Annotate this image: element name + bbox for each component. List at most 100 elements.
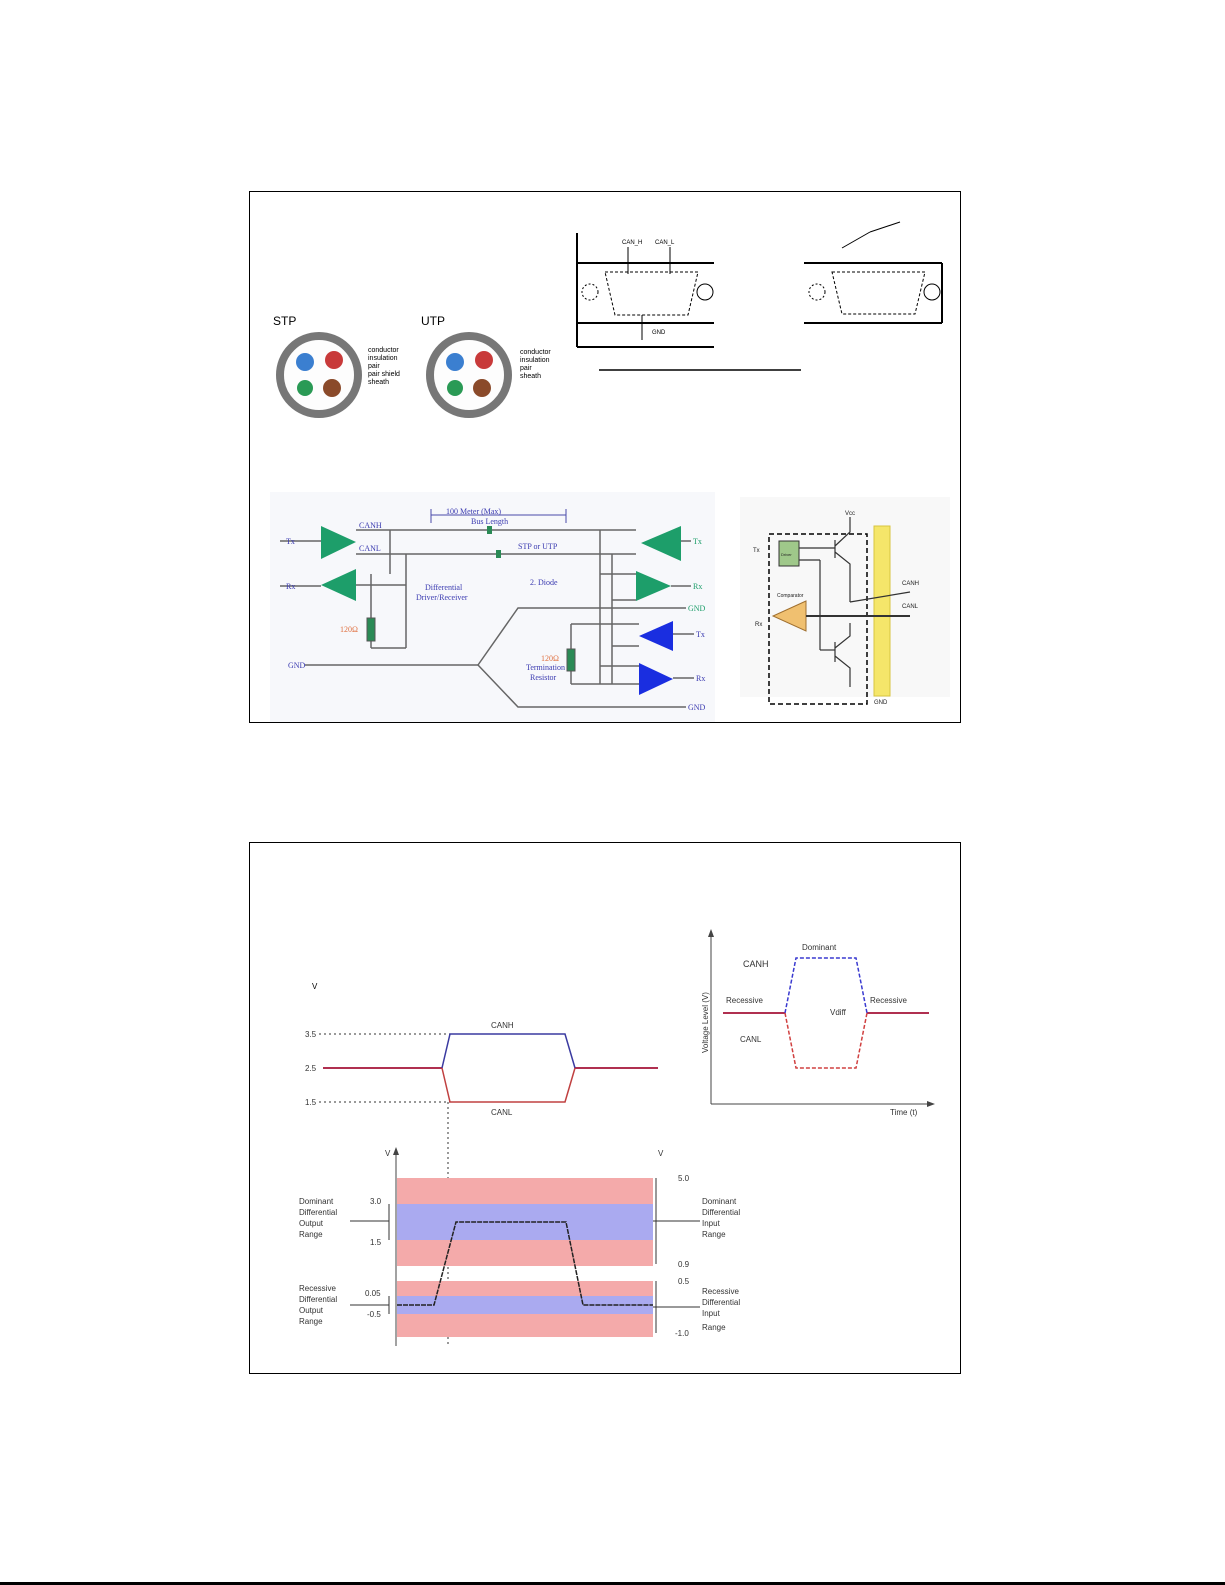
diagram-label: Output: [299, 1306, 324, 1315]
db9-connector-female: [804, 221, 943, 324]
diagram-label: CANH: [359, 521, 382, 530]
diagram-label: CANL: [902, 604, 919, 610]
diagram-shape: [397, 1314, 653, 1337]
diagram-shape: [441, 1033, 576, 1069]
diagram-label: Tx: [696, 630, 705, 639]
diagram-label: pair: [520, 365, 532, 372]
utp-title: UTP: [421, 314, 445, 328]
slide2-diagrams: V 3.5 2.5 1.5 CANH CANL Voltage Level (V…: [299, 929, 935, 1346]
diagram-label: GND: [688, 604, 706, 613]
diagram-shape: [784, 1012, 868, 1069]
diagram-label: Tx: [286, 537, 295, 546]
diagram-label: Driver: [781, 552, 792, 557]
diagram-label: conductor: [368, 347, 399, 354]
dominant-recessive-timing-diagram: Voltage Level (V) Time (t) Dominant CANH…: [701, 929, 935, 1117]
diagram-shape: [430, 509, 567, 523]
diagram-label: CANL: [359, 544, 381, 553]
diagram-label: Dominant: [299, 1197, 334, 1206]
diagram-shape: [873, 525, 891, 697]
can-transceiver-diagram: Tx Rx Vcc GND CANH CANL Comparator Drive…: [740, 497, 950, 706]
diagram-label: Differential: [299, 1295, 337, 1304]
diagram-label: Rx: [755, 622, 762, 628]
diagram-shape: [323, 379, 341, 397]
diagram-shape: [441, 1067, 576, 1103]
diagram-shape: [708, 929, 714, 937]
diagram-label: CANH: [743, 959, 769, 969]
diagram-label: 0.5: [678, 1277, 690, 1286]
diagram-label: Tx: [753, 548, 760, 554]
diagram-label: Recessive: [726, 996, 763, 1005]
diagram-label: 2.5: [305, 1064, 317, 1073]
diagram-shape: [581, 283, 599, 301]
remote-rx-triangle: [636, 571, 671, 601]
diagram-shape: [397, 1281, 653, 1296]
diagram-label: Rx: [696, 674, 705, 683]
diagram-shape: [784, 957, 868, 1014]
diagram-shape: 100 Meter (Max) Bus Length CANH CANL STP…: [286, 507, 706, 712]
diagram-label: CANH: [902, 581, 919, 587]
diagram-shape: [923, 283, 941, 301]
node2-tx-triangle: [639, 621, 673, 651]
node2-rx-triangle: [639, 663, 673, 695]
diagram-shape: [841, 231, 871, 249]
diagram-shape: [808, 283, 826, 301]
slide-can-physical-layer: STP conductor insulation pair pair shiel…: [249, 191, 961, 723]
diagram-label: V: [658, 1149, 664, 1158]
utp-cable-diagram: UTP conductor insulation pair sheath: [421, 314, 551, 418]
slide-can-voltage-levels: V 3.5 2.5 1.5 CANH CANL Voltage Level (V…: [249, 842, 961, 1374]
diagram-label: conductor: [520, 349, 551, 356]
diagram-shape: [696, 283, 714, 301]
diagram-label: Input: [702, 1309, 721, 1318]
diagram-label: 120Ω: [541, 654, 559, 663]
diagram-label: GND: [688, 703, 706, 712]
diagram-label: Differential: [702, 1208, 740, 1217]
diagram-label: Rx: [286, 582, 295, 591]
diagram-shape: [927, 1101, 935, 1107]
diagram-shape: [869, 221, 901, 233]
diagram-shape: [799, 517, 911, 687]
diagram-label: 1.5: [370, 1238, 382, 1247]
diagram-label: Vcc: [845, 511, 855, 517]
diagram-shape: [397, 1221, 653, 1306]
diagram-shape: [276, 332, 362, 418]
diagram-shape: V V 3.0 1.5 0.05 -0.5 5.0 0.9 0.5 -1.0 D…: [299, 1149, 740, 1338]
diagram-label: CAN_L: [655, 240, 675, 246]
diagram-label: Range: [702, 1230, 726, 1239]
diagram-shape: [849, 591, 911, 603]
diagram-shape: [397, 1204, 653, 1240]
diagram-shape: [397, 1178, 653, 1204]
tx-driver-triangle: [321, 526, 356, 559]
diagram-label: V: [312, 982, 318, 991]
diagram-label: Differential: [299, 1208, 337, 1217]
diagram-label: CANL: [740, 1035, 762, 1044]
diagram-label: Differential: [425, 583, 463, 592]
diagram-label: 5.0: [678, 1174, 690, 1183]
diagram-label: CAN_H: [622, 240, 642, 246]
diagram-label: 2. Diode: [530, 578, 558, 587]
diagram-label: STP or UTP: [518, 542, 558, 551]
diagram-label: Recessive: [870, 996, 907, 1005]
diagram-label: insulation: [368, 355, 398, 362]
diagram-label: Recessive: [702, 1287, 739, 1296]
diagram-shape: [475, 351, 493, 369]
diagram-label: Range: [299, 1317, 323, 1326]
diagram-label: 3.5: [305, 1030, 317, 1039]
page-bottom-border: [0, 1582, 1225, 1585]
stp-cable-diagram: STP conductor insulation pair pair shiel…: [273, 314, 400, 418]
diagram-shape: [397, 1240, 653, 1266]
diagram-label: Dominant: [702, 1197, 737, 1206]
diagram-label: 3.0: [370, 1197, 382, 1206]
diagram-shape: [280, 529, 694, 708]
diagram-shape: [740, 497, 950, 697]
diagram-label: Voltage Level (V): [701, 992, 710, 1053]
diagram-shape: 3.5 2.5 1.5 CANH CANL: [305, 1021, 514, 1117]
differential-voltage-ranges-diagram: V V 3.0 1.5 0.05 -0.5 5.0 0.9 0.5 -1.0 D…: [299, 1147, 740, 1346]
diagram-label: Dominant: [802, 943, 837, 952]
diagram-shape: [350, 1178, 700, 1333]
diagram-shape: [834, 623, 851, 687]
diagram-label: -1.0: [675, 1329, 689, 1338]
diagram-shape: [768, 533, 868, 705]
diagram-shape: [447, 380, 463, 396]
diagram-label: insulation: [520, 357, 550, 364]
